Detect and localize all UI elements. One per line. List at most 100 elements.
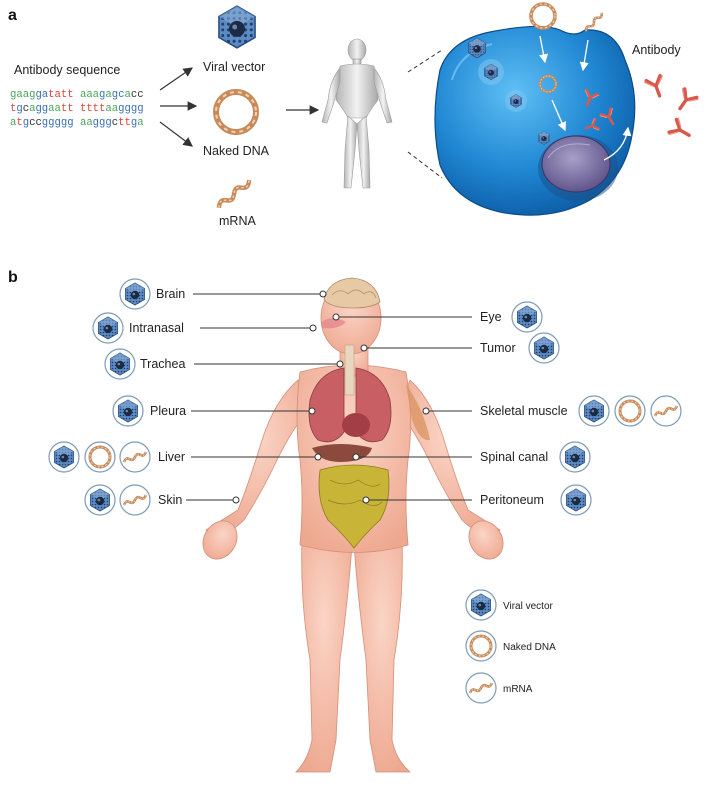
sequence-base: a: [93, 89, 99, 101]
label-skeletal-muscle: Skeletal muscle: [480, 404, 568, 418]
sequence-base: a: [112, 103, 118, 115]
sequence-base: t: [99, 103, 105, 115]
sequence-base: g: [48, 117, 54, 129]
mrna-icon: [214, 180, 255, 208]
trachea-viral-vector-icon: [105, 349, 135, 379]
sequence-base: a: [55, 89, 61, 101]
sequence-base: g: [124, 103, 130, 115]
brain-viral-vector-icon: [120, 279, 150, 309]
sequence-base: t: [67, 103, 73, 115]
panel-a-letter: a: [8, 7, 17, 24]
sequence-base: g: [35, 103, 41, 115]
sequence-base: t: [61, 89, 67, 101]
label-liver: Liver: [158, 450, 185, 464]
sequence-base: g: [16, 103, 22, 115]
sequence-base: t: [61, 103, 67, 115]
sequence-base: a: [124, 89, 130, 101]
spinal-viral-vector-icon: [560, 442, 590, 472]
sequence-base: g: [93, 117, 99, 129]
mrna-label: mRNA: [219, 214, 256, 228]
sequence-base: g: [67, 117, 73, 129]
sequence-base: a: [80, 89, 86, 101]
sequence-base: a: [86, 89, 92, 101]
sequence-base: g: [99, 89, 105, 101]
sequence-base: a: [16, 89, 22, 101]
legend-naked-dna-icon: [466, 631, 496, 661]
sequence-base: t: [124, 117, 130, 129]
legend-viral-vector-label: Viral vector: [503, 601, 554, 612]
sequence-base: g: [35, 89, 41, 101]
skin-mrna-icon: [120, 485, 150, 515]
sequence-base: a: [10, 117, 16, 129]
sequence-base: g: [29, 89, 35, 101]
label-tumor: Tumor: [480, 341, 516, 355]
sequence-base: g: [118, 103, 124, 115]
arrow-to-mrna: [159, 121, 193, 147]
sequence-base: a: [80, 117, 86, 129]
label-intranasal: Intranasal: [129, 321, 184, 335]
label-brain: Brain: [156, 287, 185, 301]
skeletal-naked-dna-icon: [615, 396, 645, 426]
sequence-base: g: [42, 117, 48, 129]
sequence-base: a: [55, 103, 61, 115]
sequence-line-1: gaaggatatt aaagagcacc: [10, 89, 144, 101]
label-spinal-canal: Spinal canal: [480, 450, 548, 464]
sequence-base: c: [131, 89, 137, 101]
sequence-base: t: [118, 117, 124, 129]
sequence-line-2: tgcaggaatt ttttaagggg: [10, 103, 144, 115]
sequence-base: a: [86, 117, 92, 129]
liver-mrna-icon: [120, 442, 150, 472]
sequence-base: a: [105, 103, 111, 115]
human-body-illustration: [202, 277, 504, 773]
sequence-base: a: [23, 89, 29, 101]
sequence-base: g: [61, 117, 67, 129]
viral-vector-label: Viral vector: [203, 60, 265, 74]
viral-vector-icon: [217, 5, 257, 49]
legend-naked-dna-label: Naked DNA: [503, 642, 556, 653]
liver-naked-dna-icon: [85, 442, 115, 472]
arrow-to-viral-vector: [159, 67, 193, 91]
sequence-base: g: [55, 117, 61, 129]
sequence-base: c: [112, 117, 118, 129]
mrna-above-cell-icon: [580, 11, 608, 33]
sequence-base: g: [112, 89, 118, 101]
dna-above-cell-icon: [529, 2, 557, 30]
sequence-base: t: [93, 103, 99, 115]
sequence-base: t: [48, 89, 54, 101]
sequence-base: c: [137, 89, 143, 101]
label-peritoneum: Peritoneum: [480, 493, 544, 507]
antibody-icon-2: [670, 86, 701, 116]
sequence-base: g: [131, 103, 137, 115]
sequence-base: a: [105, 89, 111, 101]
panel-b-letter: b: [8, 269, 18, 286]
legend-mrna-label: mRNA: [503, 684, 533, 695]
antibody-label: Antibody: [632, 43, 681, 57]
sequence-base: t: [67, 89, 73, 101]
sequence-base: c: [29, 117, 35, 129]
sequence-base: t: [10, 103, 16, 115]
sequence-base: g: [10, 89, 16, 101]
label-skin: Skin: [158, 493, 182, 507]
sequence-base: g: [23, 117, 29, 129]
eye-viral-vector-icon: [512, 302, 542, 332]
sequence-base: g: [42, 103, 48, 115]
zoom-line-top: [407, 49, 443, 73]
naked-dna-label: Naked DNA: [203, 144, 270, 158]
antibody-icon-1: [642, 73, 671, 101]
liver-viral-vector-icon: [49, 442, 79, 472]
antibody-icon-3: [666, 115, 696, 146]
sequence-base: c: [35, 117, 41, 129]
sequence-base: a: [48, 103, 54, 115]
skeletal-mrna-icon: [651, 396, 681, 426]
naked-dna-icon: [216, 92, 256, 132]
skin-viral-vector-icon: [85, 485, 115, 515]
legend: Viral vector Naked DNA mRNA: [466, 590, 556, 703]
sequence-line-3: atgccggggg aagggcttga: [10, 117, 144, 129]
grey-human-figure: [321, 38, 393, 189]
sequence-base: t: [80, 103, 86, 115]
label-eye: Eye: [480, 310, 502, 324]
legend-viral-vector-icon: [466, 590, 496, 620]
sequence-base: c: [118, 89, 124, 101]
sequence-base: g: [99, 117, 105, 129]
sequence-base: a: [42, 89, 48, 101]
